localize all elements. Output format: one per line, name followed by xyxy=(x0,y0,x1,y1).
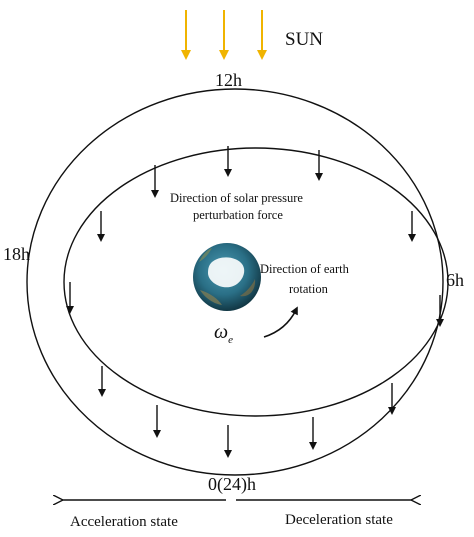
omega-subscript: e xyxy=(228,334,233,346)
rotation-label-line1: Direction of earth xyxy=(260,262,350,276)
force-arrows xyxy=(66,146,444,458)
time-label-12h: 12h xyxy=(215,70,242,90)
time-label-18h: 18h xyxy=(3,244,30,264)
sun-arrows xyxy=(181,10,267,60)
omega-main: ω xyxy=(214,321,228,343)
earth-icon xyxy=(193,243,261,311)
time-label-0h: 0(24)h xyxy=(208,474,256,495)
rotation-label-line2: rotation xyxy=(289,282,329,296)
deceleration-state-label: Deceleration state xyxy=(285,512,393,528)
acceleration-state-label: Acceleration state xyxy=(70,514,178,530)
rotation-arrow-icon xyxy=(263,306,298,338)
time-label-6h: 6h xyxy=(446,270,464,290)
force-label-line2: perturbation force xyxy=(193,208,283,222)
force-label-line1: Direction of solar pressure xyxy=(170,191,303,205)
large-orbit xyxy=(26,88,444,476)
omega-symbol: ωe xyxy=(214,321,233,346)
sun-label: SUN xyxy=(285,29,323,50)
small-orbit xyxy=(63,147,449,417)
